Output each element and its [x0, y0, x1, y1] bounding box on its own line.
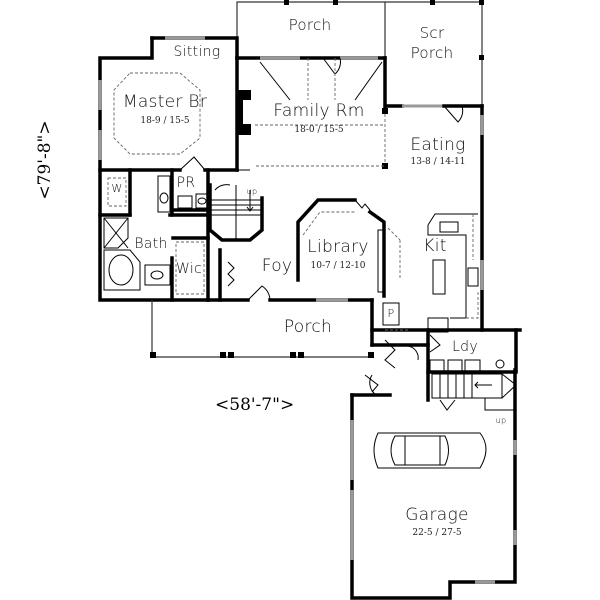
room-label-wic: Wic — [175, 261, 203, 277]
room-label-rear-porch: Porch — [288, 16, 332, 34]
rear-porch-outline — [236, 0, 386, 58]
main-stair — [208, 183, 264, 242]
room-label-pr: PR — [176, 175, 196, 191]
room-label-pantry: P — [387, 307, 395, 320]
laundry-walls — [350, 328, 518, 402]
room-label-bath: Bath — [134, 236, 168, 252]
chevron-right-icon: > — [279, 395, 295, 415]
room-label-front-porch: Porch — [283, 317, 333, 337]
overall-width-value: 58'-7" — [229, 395, 280, 415]
kitchen-eating-walls — [370, 104, 522, 347]
room-dims-library: 10-7 / 12-10 — [310, 261, 366, 271]
room-dims-master-br: 18-9 / 15-5 — [140, 116, 190, 126]
room-dims-garage: 22-5 / 27-5 — [412, 528, 462, 538]
stair-up-label: up — [246, 187, 258, 196]
chevron-left-icon: < — [215, 395, 230, 415]
chevron-left-icon: < — [35, 185, 55, 200]
room-label-garage: Garage — [405, 505, 469, 525]
garage-stair-up-label: up — [495, 416, 507, 425]
room-label-foy: Foy — [261, 256, 293, 276]
family-room-walls — [235, 56, 388, 171]
room-dims-eating: 13-8 / 14-11 — [410, 157, 466, 167]
room-dims-family-rm: 18-0 / 15-5 — [294, 125, 344, 135]
front-wall — [206, 248, 374, 302]
library-walls — [296, 198, 401, 298]
master-wing-walls — [98, 36, 251, 302]
room-label-master-br: Master Br — [122, 92, 208, 112]
room-label-sitting: Sitting — [173, 44, 221, 60]
front-porch-outline — [150, 300, 374, 358]
overall-depth-dimension: <79'-8"> — [35, 120, 55, 199]
room-label-scr-porch-1: Scr — [419, 24, 445, 42]
room-label-ldy: Ldy — [452, 339, 478, 355]
room-label-kit: Kit — [423, 236, 447, 256]
bath-closet-walls — [98, 168, 210, 302]
garage-stair — [431, 373, 517, 411]
overall-depth-value: 79'-8" — [35, 134, 55, 186]
room-label-w: W — [111, 182, 123, 195]
room-label-family-rm: Family Rm — [273, 101, 365, 121]
room-label-scr-porch-2: Porch — [410, 44, 454, 62]
chevron-right-icon: > — [35, 120, 55, 135]
room-label-library: Library — [307, 237, 369, 257]
room-label-eating: Eating — [410, 135, 466, 155]
screened-porch-outline — [384, 0, 484, 123]
garage-walls — [350, 368, 517, 600]
overall-width-dimension: <58'-7"> — [215, 395, 294, 415]
